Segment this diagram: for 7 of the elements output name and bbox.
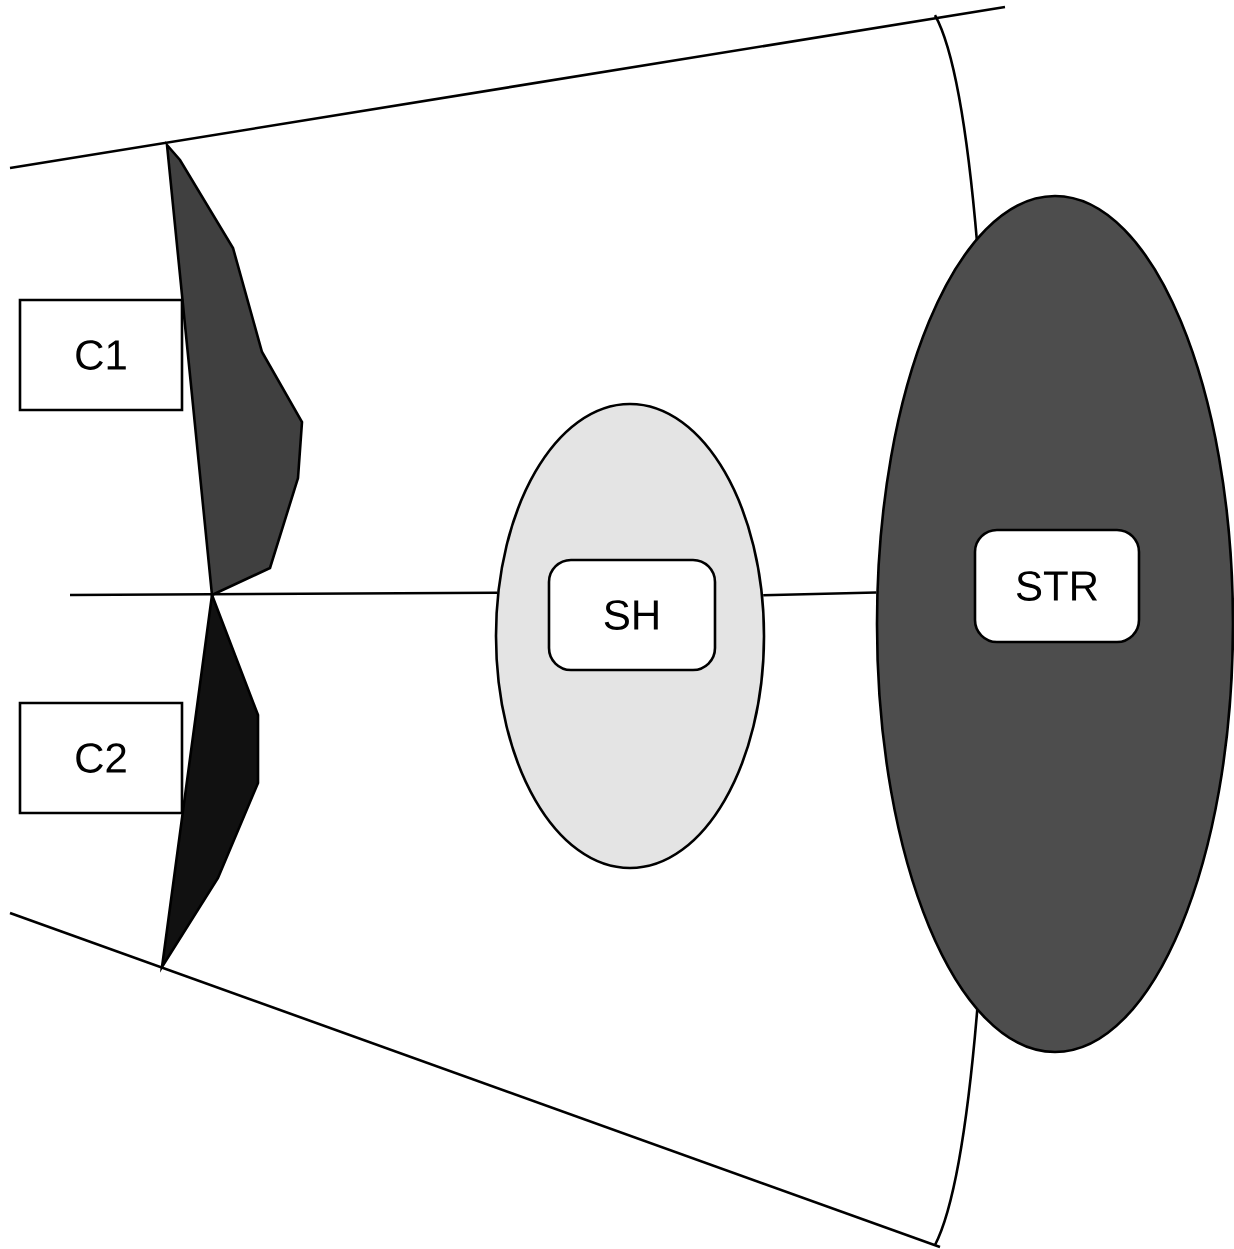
label-box: C1 — [18, 298, 184, 412]
connector-line — [70, 591, 498, 597]
rounded-label-box: SH — [547, 558, 717, 672]
rounded-label-box: STR — [973, 528, 1141, 644]
label-box: C2 — [18, 701, 184, 815]
connector-line — [763, 591, 877, 597]
ellipse — [875, 194, 1234, 1054]
